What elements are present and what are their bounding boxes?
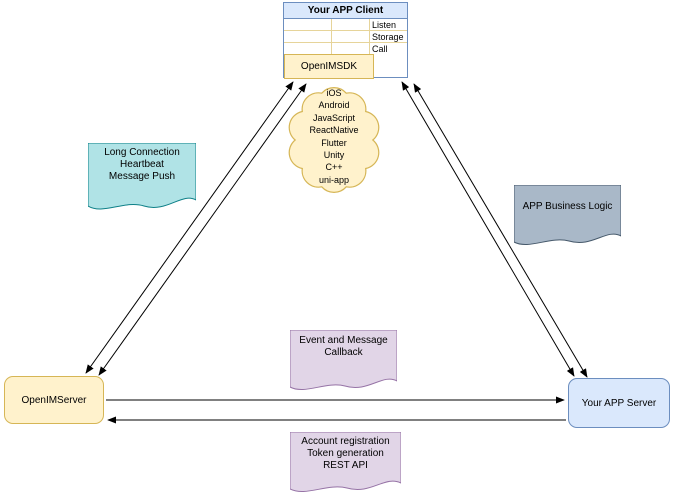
note-line: Token generation (307, 448, 384, 459)
note-event-callback: Event and Message Callback (290, 330, 397, 396)
note-line: Event and Message (299, 335, 388, 346)
table-divider (331, 19, 332, 55)
connector-openimserver-sdk-2 (98, 83, 307, 376)
platform-item: ReactNative (309, 125, 359, 136)
app-client-box: Your APP Client Listen Storage Call Open… (283, 2, 408, 79)
openimsdk-box: OpenIMSDK (284, 54, 374, 79)
platform-item: Android (318, 100, 350, 111)
platform-item: Unity (323, 150, 345, 161)
note-line: APP Business Logic (522, 201, 613, 212)
client-row-storage: Storage (284, 31, 407, 43)
platform-item: uni-app (318, 174, 350, 185)
note-line: Callback (324, 347, 363, 358)
platform-item: Flutter (321, 137, 347, 148)
note-line: Heartbeat (120, 159, 164, 170)
note-line: Account registration (301, 436, 390, 447)
platform-item: C++ (325, 162, 343, 173)
app-server-box: Your APP Server (568, 378, 670, 428)
note-business-logic: APP Business Logic (514, 185, 621, 251)
platforms-cloud: iOS Android JavaScript ReactNative Flutt… (288, 84, 380, 196)
app-client-table: Listen Storage Call (284, 19, 407, 55)
client-row-label: Listen (372, 20, 397, 30)
note-text: APP Business Logic (514, 185, 621, 213)
note-rest-api: Account registration Token generation RE… (290, 432, 401, 498)
note-long-connection: Long Connection Heartbeat Message Push (88, 143, 196, 216)
note-line: Long Connection (104, 147, 180, 158)
connector-appserver-client-2 (413, 83, 588, 378)
note-text: Event and Message Callback (290, 330, 397, 359)
client-row-label: Call (372, 44, 388, 54)
platform-item: iOS (326, 88, 342, 98)
client-row-listen: Listen (284, 19, 407, 31)
client-row-call: Call (284, 43, 407, 55)
platform-list: iOS Android JavaScript ReactNative Flutt… (288, 84, 380, 186)
openim-server-box: OpenIMServer (4, 376, 104, 424)
note-line: Message Push (108, 171, 176, 182)
note-text: Account registration Token generation RE… (290, 432, 401, 472)
note-line: REST API (323, 460, 368, 471)
client-row-label: Storage (372, 32, 404, 42)
connector-openimserver-sdk-1 (85, 81, 294, 374)
document-shape (290, 330, 397, 391)
app-client-title: Your APP Client (284, 3, 407, 19)
document-shape (290, 432, 401, 493)
table-divider (369, 19, 370, 55)
platform-item: JavaScript (312, 112, 356, 123)
note-text: Long Connection Heartbeat Message Push (88, 143, 196, 183)
